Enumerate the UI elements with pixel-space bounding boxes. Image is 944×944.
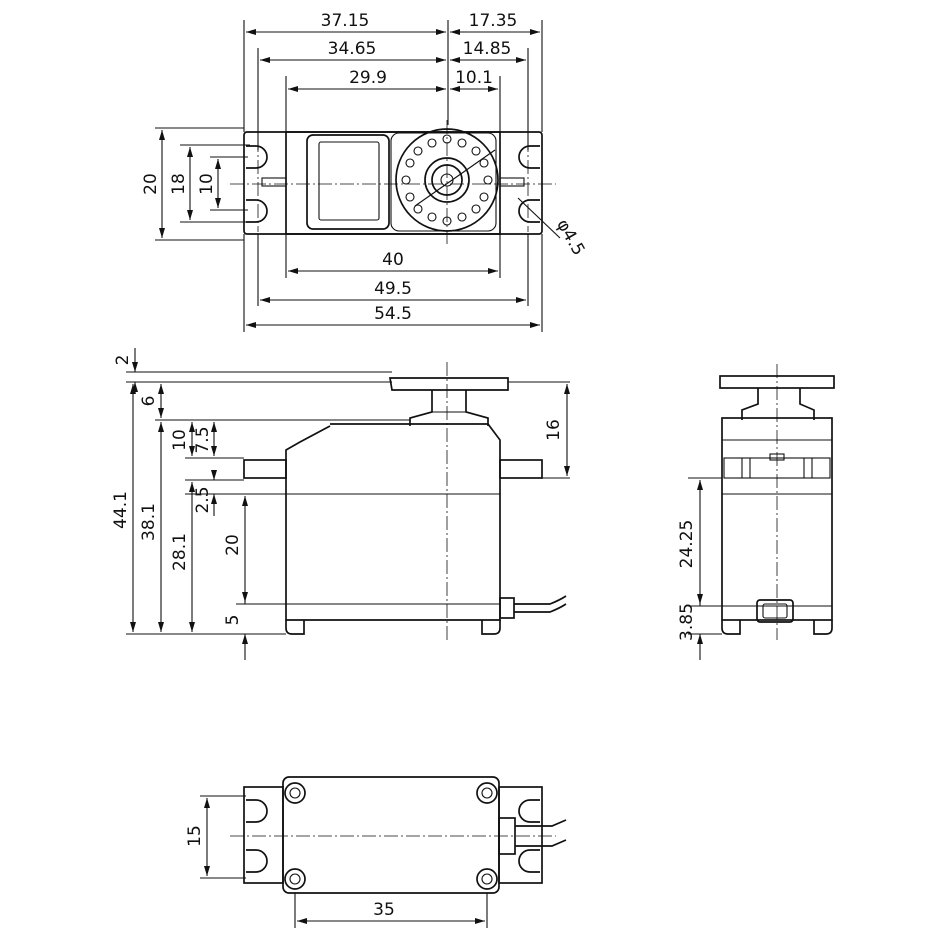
slot-bottom-right xyxy=(518,199,540,223)
dim-37-15: 37.15 xyxy=(321,11,370,31)
dim-end-3-85: 3.85 xyxy=(677,603,697,641)
side-case-slope xyxy=(299,425,331,443)
notch-left xyxy=(261,177,287,187)
dim-10-1: 10.1 xyxy=(455,68,493,88)
dim-side-5: 5 xyxy=(223,615,243,626)
side-view xyxy=(243,362,567,640)
dim-34-65: 34.65 xyxy=(328,39,377,59)
side-dimensions xyxy=(126,348,570,660)
side-cable xyxy=(514,595,567,613)
slot-top-left xyxy=(246,145,268,169)
dim-side-28-1: 28.1 xyxy=(170,533,190,571)
side-horn-plate xyxy=(388,377,509,391)
horn-holes xyxy=(401,134,493,226)
slot-bottom-left xyxy=(246,199,268,223)
dim-side-38-1: 38.1 xyxy=(139,503,159,541)
side-cable-boot xyxy=(499,597,515,619)
dim-bottom-35: 35 xyxy=(373,900,395,920)
bottom-slot-tr xyxy=(518,799,540,823)
top-dimensions xyxy=(155,20,561,332)
bottom-screws xyxy=(284,782,498,890)
dim-18: 18 xyxy=(169,173,189,195)
dim-side-2-5: 2.5 xyxy=(193,486,213,513)
dim-14-85: 14.85 xyxy=(463,39,512,59)
dim-side-10: 10 xyxy=(170,429,190,451)
bottom-flange-right xyxy=(498,786,543,884)
notch-right xyxy=(499,177,525,187)
side-foot-left xyxy=(285,620,305,635)
dim-end-24-25: 24.25 xyxy=(677,520,697,569)
end-connector-inner xyxy=(762,603,788,619)
bottom-slot-tl xyxy=(246,799,268,823)
horn-hub xyxy=(424,157,470,203)
bottom-dimensions xyxy=(200,795,488,928)
dim-side-44-1: 44.1 xyxy=(111,491,131,529)
side-flange-left xyxy=(243,459,287,479)
bottom-slot-bl xyxy=(246,849,268,873)
dim-29-9: 29.9 xyxy=(349,68,387,88)
top-case xyxy=(285,131,501,235)
side-hub-left xyxy=(409,390,433,426)
dim-40: 40 xyxy=(382,250,404,270)
end-hub xyxy=(741,388,815,420)
dim-17-35: 17.35 xyxy=(469,11,518,31)
dim-side-6: 6 xyxy=(139,396,159,407)
dim-54-5: 54.5 xyxy=(374,304,412,324)
bottom-flange-left xyxy=(243,786,284,884)
dimension-labels: 37.15 17.35 34.65 14.85 29.9 10.1 20 18 … xyxy=(111,11,697,920)
bottom-slot-br xyxy=(518,849,540,873)
dim-49-5: 49.5 xyxy=(374,279,412,299)
end-dimensions xyxy=(688,477,722,660)
top-label-window xyxy=(318,141,380,221)
dim-10: 10 xyxy=(197,173,217,195)
horn-diagonal xyxy=(414,149,496,207)
dim-side-16: 16 xyxy=(544,419,564,441)
dim-bottom-15: 15 xyxy=(185,825,205,847)
side-foot-right xyxy=(481,620,501,635)
bottom-cable xyxy=(515,819,567,847)
top-view xyxy=(230,120,556,244)
bottom-view xyxy=(230,776,567,894)
slot-top-right xyxy=(518,145,540,169)
side-case xyxy=(285,423,501,621)
end-feet xyxy=(721,620,833,635)
dim-side-20: 20 xyxy=(223,534,243,556)
side-flange-right xyxy=(499,459,543,479)
top-label-frame xyxy=(306,134,390,230)
dim-20: 20 xyxy=(141,173,161,195)
side-hub-right xyxy=(465,390,489,426)
bottom-case xyxy=(282,776,500,894)
end-connector xyxy=(756,599,794,623)
dim-side-2: 2 xyxy=(113,355,133,366)
dim-phi-4-5: φ4.5 xyxy=(552,216,588,259)
end-view xyxy=(719,364,835,640)
dim-side-7-5: 7.5 xyxy=(193,426,213,453)
